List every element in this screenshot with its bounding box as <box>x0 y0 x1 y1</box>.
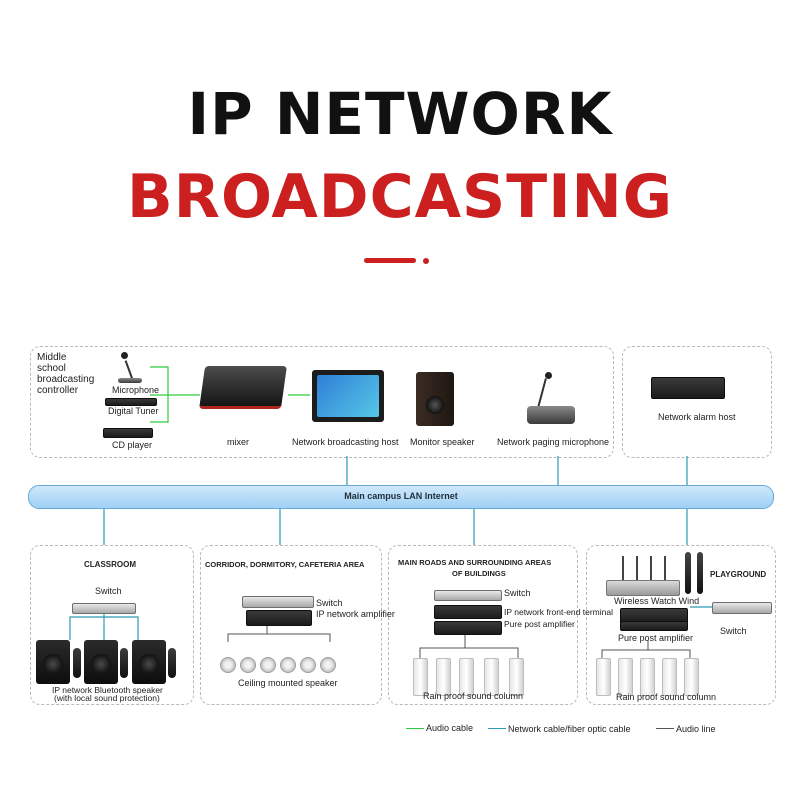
ceiling-speaker-3 <box>260 657 276 673</box>
ceiling-speaker-5 <box>300 657 316 673</box>
bt-speaker-note: (with local sound protection) <box>54 693 160 703</box>
alarm-host-device <box>651 377 725 399</box>
roads-post-amp-label: Pure post amplifier <box>504 619 575 629</box>
corridor-amplifier-device <box>246 610 312 626</box>
bt-speaker-3 <box>132 640 166 684</box>
classroom-title: CLASSROOM <box>84 560 136 569</box>
campus-lan-bar: Main campus LAN Internet <box>28 485 774 509</box>
wireless-label: Wireless Watch Wind <box>614 596 700 606</box>
wireless-receiver-device <box>606 580 680 596</box>
rain-column-r4 <box>484 658 499 696</box>
corridor-title: CORRIDOR, DORMITORY, CAFETERIA AREA <box>205 560 365 569</box>
ceiling-speaker-2 <box>240 657 256 673</box>
bt-speaker-2 <box>84 640 118 684</box>
microphone-icon <box>121 352 128 359</box>
antenna-2 <box>636 556 638 580</box>
monitor-speaker-label: Monitor speaker <box>410 437 475 447</box>
ceiling-speaker-label: Ceiling mounted speaker <box>238 678 338 688</box>
rain-column-r1 <box>413 658 428 696</box>
cd-player-label: CD player <box>112 440 153 450</box>
antenna-1 <box>622 556 624 580</box>
rain-column-p1 <box>596 658 611 696</box>
rain-column-p4 <box>662 658 677 696</box>
classroom-switch-label: Switch <box>95 586 122 596</box>
roads-terminal-device <box>434 605 502 619</box>
paging-microphone-device <box>527 406 575 424</box>
microphone-label: Microphone <box>112 385 160 395</box>
classroom-switch-device <box>72 603 136 614</box>
digital-tuner-label: Digital Tuner <box>108 406 159 416</box>
roads-terminal-label: IP network front-end terminal <box>504 607 613 617</box>
digital-tuner-device <box>105 398 157 406</box>
roads-title-line2: OF BUILDINGS <box>452 569 506 578</box>
legend-network-cable-swatch <box>488 728 506 729</box>
monitor-speaker-device <box>416 372 454 426</box>
paging-microphone-label: Network paging microphone <box>497 437 610 447</box>
corridor-amplifier-label: IP network amplifier <box>316 609 395 619</box>
remote-3 <box>168 648 176 678</box>
rain-column-r3 <box>459 658 474 696</box>
handheld-mic-1 <box>685 552 691 594</box>
antenna-3 <box>650 556 652 580</box>
ceiling-speaker-6 <box>320 657 336 673</box>
title-line-2: BROADCASTING <box>127 162 673 232</box>
roads-switch-label: Switch <box>504 588 531 598</box>
bt-speaker-label: IP network Bluetooth speaker <box>52 685 163 695</box>
ceiling-speaker-1 <box>220 657 236 673</box>
roads-switch-device <box>434 590 502 601</box>
roads-column-label: Rain proof sound column <box>423 691 524 701</box>
network-host-device <box>312 370 384 422</box>
mixer-device <box>198 366 288 409</box>
alarm-box <box>622 346 772 458</box>
playground-title: PLAYGROUND <box>710 570 767 579</box>
remote-1 <box>73 648 81 678</box>
legend-audio-line-swatch <box>656 728 674 729</box>
controller-label: Middle school broadcasting controller <box>37 352 95 396</box>
paging-mic-head <box>545 372 552 379</box>
legend-audio-cable: Audio cable <box>426 723 474 733</box>
playground-column-label: Rain proof sound column <box>616 692 717 702</box>
title-dot <box>423 258 429 264</box>
roads-post-amp-device <box>434 621 502 635</box>
playground-post-amp-device-2 <box>620 621 688 631</box>
corridor-switch-device <box>242 596 314 608</box>
ceiling-speaker-4 <box>280 657 296 673</box>
bt-speaker-1 <box>36 640 70 684</box>
legend-network-cable: Network cable/fiber optic cable <box>508 724 631 734</box>
rain-column-r2 <box>436 658 451 696</box>
rain-column-p2 <box>618 658 633 696</box>
title-underline <box>364 258 416 263</box>
corridor-switch-label: Switch <box>316 598 343 608</box>
legend-audio-line: Audio line <box>676 724 716 734</box>
title-line-1: IP NETWORK <box>187 80 613 148</box>
roads-title-line1: MAIN ROADS AND SURROUNDING AREAS <box>398 558 552 567</box>
microphone-base <box>118 378 142 383</box>
rain-column-r5 <box>509 658 524 696</box>
campus-lan-label: Main campus LAN Internet <box>344 491 458 501</box>
remote-2 <box>120 648 128 678</box>
cd-player-device <box>103 428 153 438</box>
handheld-mic-2 <box>697 552 703 594</box>
network-host-label: Network broadcasting host <box>292 437 399 447</box>
rain-column-p3 <box>640 658 655 696</box>
alarm-host-label: Network alarm host <box>658 412 736 422</box>
rain-column-p5 <box>684 658 699 696</box>
mixer-label: mixer <box>227 437 249 447</box>
playground-switch-label: Switch <box>720 626 747 636</box>
playground-switch-device <box>712 602 772 614</box>
playground-post-amp-label: Pure post amplifier <box>618 633 694 643</box>
legend-audio-cable-swatch <box>406 728 424 729</box>
antenna-4 <box>664 556 666 580</box>
